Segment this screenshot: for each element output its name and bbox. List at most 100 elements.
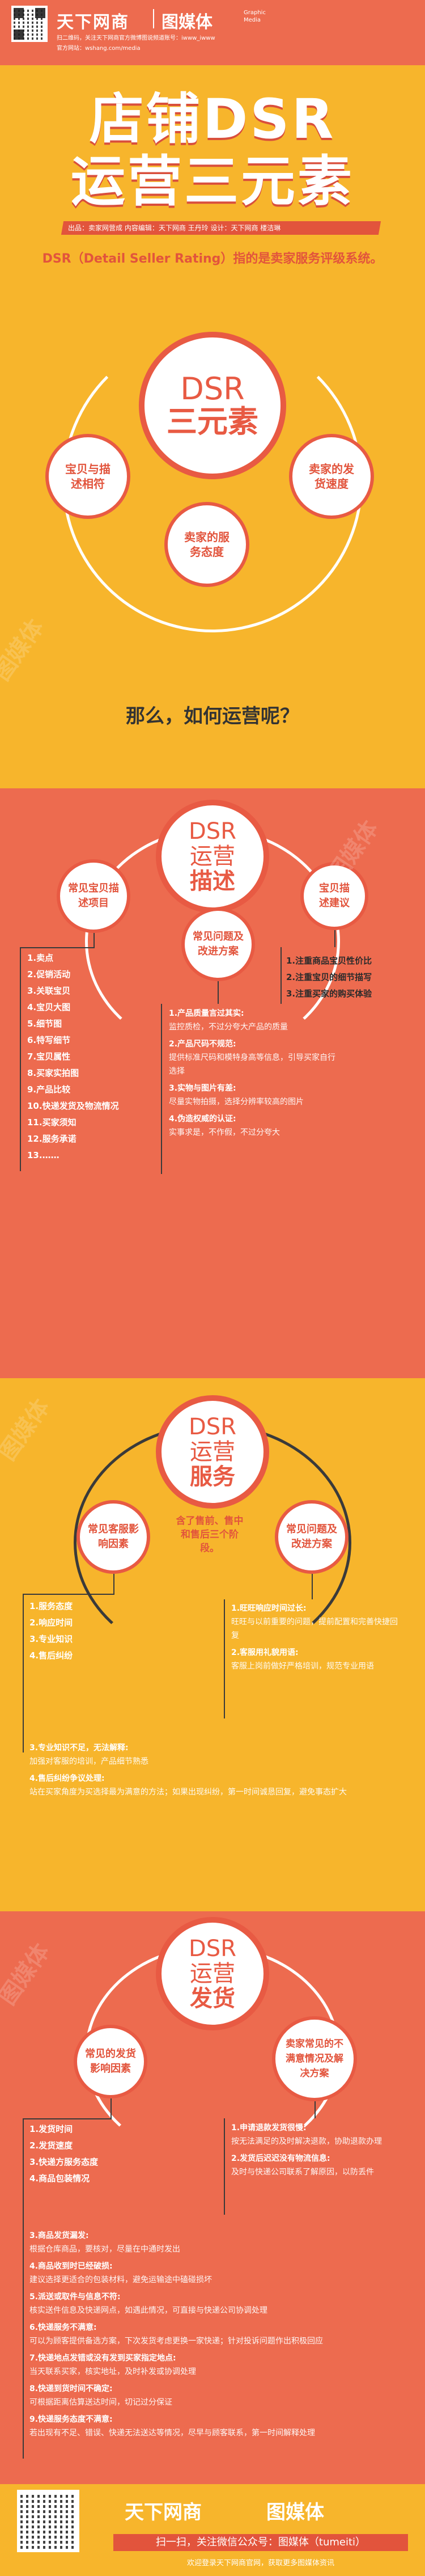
list-item: 8.买家实拍图 <box>27 1068 79 1078</box>
issue-heading: 4.售后纠纷争议处理: <box>29 1774 105 1783</box>
list-item: 3.专业知识 <box>29 1634 73 1644</box>
service-right-bubble: 常见问题及改进方案 <box>275 1500 348 1574</box>
list-item: 3.注重买家的购买体验 <box>286 989 372 999</box>
credits-bar: 出品：卖家网营成 内容编辑：天下网商 王丹玲 设计：天下网商 楼洁琳 <box>61 221 381 235</box>
issue-heading: 1.申请退款发货很慢: <box>231 2123 307 2132</box>
list-item: 4.售后纠纷 <box>29 1650 73 1661</box>
service-right-issues: 1.旺旺响应时间过长: 旺旺与以前重要的问题，提前配置和完善快捷回复 2.客服用礼貌… <box>231 1602 401 1676</box>
issue-heading: 1.产品质量言过其实: <box>169 1009 244 1018</box>
brand-divider <box>153 9 154 28</box>
footer-brand: 天下网商 <box>125 2501 202 2524</box>
list-item: 2.响应时间 <box>29 1618 73 1628</box>
issue-body: 客服上岗前做好严格培训，规范专业用语 <box>231 1662 374 1671</box>
footer-cta: 扫一扫，关注微信公众号：图媒体（tumeiti） <box>113 2534 408 2551</box>
issue-body: 核实送件信息及快递网点，如遇此情况，可直接与快递公司协调处理 <box>29 2306 267 2315</box>
issue-body: 实事求是，不作假，不过分夸大 <box>169 1128 280 1137</box>
issue-body: 当天联系买家，核实地址，及时补发或协调处理 <box>29 2367 196 2376</box>
list-item: 2.发货速度 <box>29 2140 73 2151</box>
issue-heading: 2.产品尺码不规范: <box>169 1040 236 1049</box>
section-shipping: DSR 运营 发货 常见的发货影响因素 卖家常见的不满意情况及解决方案 1.发货… <box>0 1911 425 2484</box>
shipping-right-issues: 1.申请退款发货很慢: 按无法满足的及时解决退款，协助退款办理 2.发货后迟迟没有物… <box>231 2121 401 2182</box>
footer-line: 欢迎登录天下网商官网，获取更多图媒体资讯 <box>186 2559 334 2567</box>
triad-bottom-circle: 卖家的服务态度 <box>164 502 249 587</box>
issue-body: 及时与快递公司联系了解原因，以防丢件 <box>231 2168 374 2177</box>
service-left-bubble: 常见客服影响因素 <box>76 1500 150 1574</box>
list-item: 1.注重商品宝贝性价比 <box>286 956 372 966</box>
list-item: 10.快递发货及物流情况 <box>27 1101 119 1111</box>
page-title: 店铺DSR 运营三元素 <box>0 88 425 213</box>
list-item: 3.关联宝贝 <box>27 986 71 996</box>
list-item: 11.买家须知 <box>27 1117 76 1127</box>
header-line-2: 官方网站：wshang.com/media <box>57 45 141 52</box>
issue-body: 加强对客服的培训，产品细节熟悉 <box>29 1757 148 1766</box>
service-factors-list: 1.服务态度 2.响应时间 3.专业知识 4.售后纠纷 <box>29 1598 73 1664</box>
top-header: 天下网商 图媒体 Graphic Media 扫二维码，关注天下网商官方微博图说… <box>0 0 425 65</box>
issue-heading: 2.发货后迟迟没有物流信息: <box>231 2154 330 2163</box>
how-question: 那么，如何运营呢？ <box>126 705 299 728</box>
list-item: 1.卖点 <box>27 953 54 963</box>
list-item: 3.快递方服务态度 <box>29 2157 99 2167</box>
describe-center-circle: DSR 运营 描述 <box>156 800 269 913</box>
service-center-circle: DSR 运营 服务 <box>156 1395 269 1509</box>
sub-brand-en: Graphic Media <box>244 10 266 23</box>
list-item: 2.促销活动 <box>27 969 71 979</box>
title-line-2: 运营三元素 <box>71 150 354 213</box>
footer-qr-code <box>17 2490 79 2552</box>
list-item: 4.宝贝大图 <box>27 1002 71 1012</box>
triad-right-circle: 卖家的发货速度 <box>289 434 374 519</box>
describe-issues-list: 1.产品质量言过其实: 监控质检，不过分夸大产品的质量 2.产品尺码不规范: 提供标准… <box>169 1007 339 1143</box>
list-item: 4.商品包装情况 <box>29 2173 90 2184</box>
describe-right-bubble: 宝贝描述建议 <box>300 862 368 930</box>
issue-heading: 2.客服用礼貌用语: <box>231 1648 299 1657</box>
issue-heading: 4.伪造权威的认证: <box>169 1114 236 1124</box>
service-bottom-issues: 3.专业知识不足，无法解释: 加强对客服的培训，产品细节熟悉 4.售后纠纷争议处理:… <box>29 1741 392 1802</box>
list-item: 2.注重宝贝的细节描写 <box>286 972 372 982</box>
issue-body: 根据仓库商品，要核对，尽量在中通时发出 <box>29 2245 180 2254</box>
list-item: 5.细节图 <box>27 1019 62 1029</box>
header-line-1: 扫二维码，关注天下网商官方微博图说频道账号：iwww_iwww <box>57 35 215 41</box>
shipping-left-bubble: 常见的发货影响因素 <box>74 2025 147 2098</box>
watermark: 图媒体 <box>0 614 49 686</box>
issue-body: 提供标准尺码和模特身高等信息，引导买家自行选择 <box>169 1053 335 1076</box>
brand-logo: 天下网商 <box>57 12 129 32</box>
footer-sub-brand: 图媒体 <box>266 2501 324 2524</box>
sub-brand: 图媒体 <box>162 12 212 32</box>
issue-heading: 9.快递服务态度不满意: <box>29 2415 113 2424</box>
issue-body: 按无法满足的及时解决退款，协助退款办理 <box>231 2137 382 2146</box>
issue-body: 站在买家角度为买选择最为满意的方法；如果出现纠纷，第一时间诚恳回复，避免事态扩大 <box>29 1788 347 1797</box>
list-item: 1.服务态度 <box>29 1601 73 1611</box>
issue-heading: 3.实物与图片有差: <box>169 1084 236 1093</box>
section-intro: 店铺DSR 运营三元素 出品：卖家网营成 内容编辑：天下网商 王丹玲 设计：天下… <box>0 65 425 788</box>
footer: 天下网商 图媒体 扫一扫，关注微信公众号：图媒体（tumeiti） 欢迎登录天下… <box>0 2484 425 2576</box>
section-describe: DSR 运营 描述 常见宝贝描述项目 常见问题及改进方案 宝贝描述建议 1.卖点… <box>0 788 425 1378</box>
shipping-right-bubble: 卖家常见的不满意情况及解决方案 <box>272 2016 357 2101</box>
list-item: 13.…… <box>27 1150 60 1160</box>
qr-code <box>11 6 48 42</box>
section-service: DSR 运营 服务 常见客服影响因素 含了售前、售中和售后三个阶段。 常见问题及… <box>0 1378 425 1911</box>
issue-body: 可以为顾客提供备选方案，下次发货考虑更换一家快递；针对投诉问题作出积极回应 <box>29 2337 323 2346</box>
issue-heading: 3.商品发货漏发: <box>29 2231 89 2240</box>
issue-body: 建议选择更适合的包装材料，避免运输途中磕碰损坏 <box>29 2275 212 2284</box>
triad-left-circle: 宝贝与描述相符 <box>45 434 130 519</box>
issue-heading: 5.派送或取件与信息不符: <box>29 2292 121 2301</box>
issue-heading: 3.专业知识不足，无法解释: <box>29 1743 129 1752</box>
issue-body: 可根据距离估算送达时间，切记过分保证 <box>29 2398 172 2407</box>
list-item: 1.发货时间 <box>29 2124 73 2134</box>
issue-body: 旺旺与以前重要的问题，提前配置和完善快捷回复 <box>231 1618 398 1640</box>
list-item: 9.产品比较 <box>27 1084 71 1095</box>
issue-heading: 8.快递到货时间不确定: <box>29 2384 113 2393</box>
dsr-description: DSR（Detail Seller Rating）指的是卖家服务评级系统。 <box>42 252 383 266</box>
issue-body: 若出现有不足、错误、快递无法送达等情况，尽早与顾客联系，第一时间解释处理 <box>29 2429 315 2438</box>
shipping-factors-list: 1.发货时间 2.发货速度 3.快递方服务态度 4.商品包装情况 <box>29 2121 98 2187</box>
describe-mid-bubble: 常见问题及改进方案 <box>181 907 255 981</box>
issue-heading: 6.快递服务不满意: <box>29 2323 97 2332</box>
issue-body: 监控质检，不过分夸大产品的质量 <box>169 1023 288 1032</box>
title-line-1: 店铺DSR <box>89 87 336 151</box>
list-item: 7.宝贝属性 <box>27 1051 71 1062</box>
shipping-center-circle: DSR 运营 发货 <box>156 1917 269 2030</box>
issue-heading: 1.旺旺响应时间过长: <box>231 1604 307 1613</box>
